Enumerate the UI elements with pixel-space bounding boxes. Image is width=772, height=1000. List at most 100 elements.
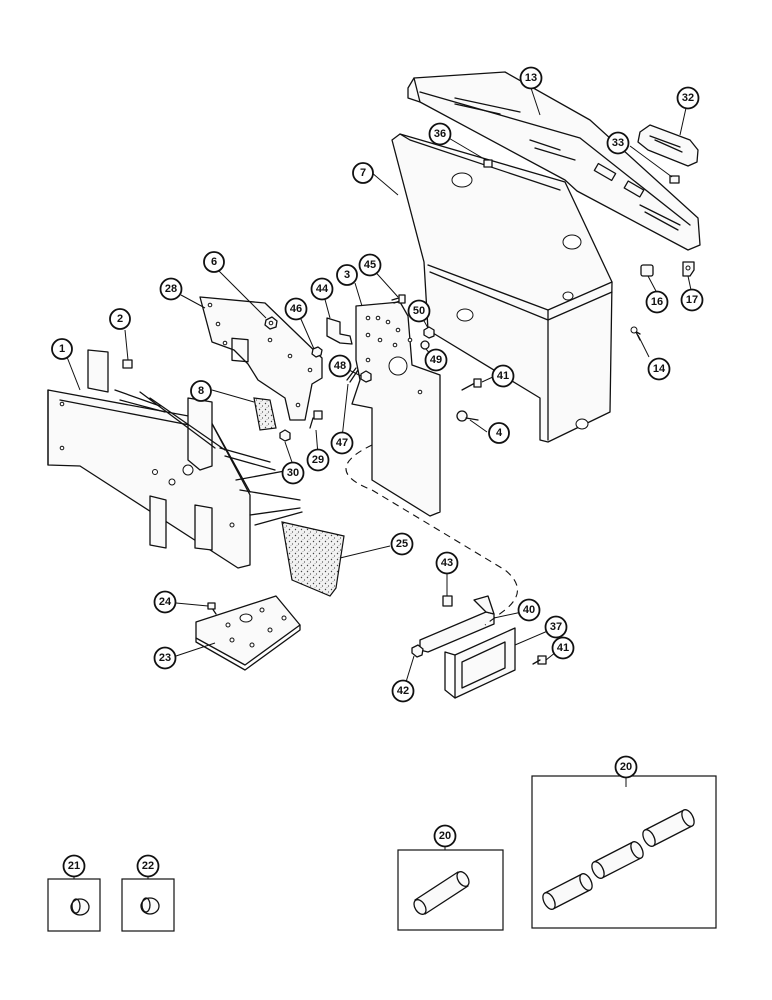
- stud-part-47: [346, 367, 359, 383]
- nut-part-30: [279, 429, 291, 442]
- callout-29: 29: [306, 448, 330, 472]
- svg-text:21: 21: [68, 860, 80, 872]
- bolt-part-4: [456, 410, 479, 422]
- foam-pad-part-8: [253, 397, 277, 431]
- callout-13: 13: [519, 66, 543, 90]
- screw-part-14: [630, 326, 641, 341]
- nut-part-46: [311, 346, 323, 358]
- svg-text:41: 41: [497, 370, 509, 382]
- callout-40: 40: [517, 598, 541, 622]
- svg-text:42: 42: [397, 685, 409, 697]
- callout-4: 4: [488, 422, 510, 444]
- svg-text:20: 20: [620, 761, 632, 773]
- svg-text:50: 50: [413, 305, 425, 317]
- callout-22: 22: [136, 854, 160, 878]
- wire-route-dashed: [345, 444, 519, 626]
- svg-text:1: 1: [59, 343, 65, 355]
- svg-text:30: 30: [287, 467, 299, 479]
- support-bracket-part-3: [351, 301, 441, 517]
- callout-8: 8: [190, 380, 212, 402]
- callout-1: 1: [51, 338, 73, 360]
- callout-50: 50: [407, 299, 431, 323]
- svg-text:2: 2: [117, 313, 123, 325]
- svg-text:41: 41: [557, 642, 569, 654]
- mounting-plate-part-28: [199, 296, 323, 421]
- svg-text:3: 3: [344, 269, 350, 281]
- svg-text:13: 13: [525, 72, 537, 84]
- bolt-part-41-lower: [532, 655, 547, 665]
- floor-plate-part-23: [195, 595, 301, 671]
- callout-17: 17: [680, 288, 704, 312]
- callout-41-upper: 41: [491, 364, 515, 388]
- callout-44: 44: [310, 277, 334, 301]
- svg-text:17: 17: [686, 294, 698, 306]
- side-panel-part-7: [391, 133, 613, 443]
- callout-20-triple: 20: [614, 755, 638, 779]
- callout-25: 25: [390, 532, 414, 556]
- svg-text:46: 46: [290, 303, 302, 315]
- callout-28: 28: [159, 277, 183, 301]
- svg-text:14: 14: [653, 363, 666, 375]
- svg-text:8: 8: [198, 385, 204, 397]
- main-frame-part-1: [47, 349, 303, 569]
- clip-part-36: [483, 159, 493, 168]
- bolt-part-45: [391, 294, 406, 304]
- screw-part-24: [207, 602, 217, 615]
- svg-text:25: 25: [396, 538, 408, 550]
- clip-part-16: [640, 264, 654, 277]
- nut-part-48: [360, 370, 372, 383]
- foam-block-part-25: [281, 521, 345, 597]
- bolt-part-29: [309, 410, 323, 429]
- callout-16: 16: [645, 290, 669, 314]
- svg-text:49: 49: [430, 354, 442, 366]
- svg-text:33: 33: [612, 137, 624, 149]
- svg-text:40: 40: [523, 604, 535, 616]
- svg-text:47: 47: [336, 437, 348, 449]
- clip-part-33: [669, 175, 680, 184]
- callout-30: 30: [281, 461, 305, 485]
- callout-41-lower: 41: [551, 636, 575, 660]
- callout-49: 49: [424, 348, 448, 372]
- svg-text:22: 22: [142, 860, 154, 872]
- svg-text:28: 28: [165, 283, 177, 295]
- callout-6: 6: [203, 251, 225, 273]
- callout-24: 24: [153, 590, 177, 614]
- callout-32: 32: [676, 86, 700, 110]
- callout-2: 2: [109, 308, 131, 330]
- callout-36: 36: [428, 122, 452, 146]
- callout-45: 45: [358, 253, 382, 277]
- callout-42: 42: [391, 679, 415, 703]
- svg-text:44: 44: [316, 283, 329, 295]
- callout-46: 46: [284, 297, 308, 321]
- svg-text:29: 29: [312, 454, 324, 466]
- svg-text:37: 37: [550, 621, 562, 633]
- callout-3: 3: [336, 264, 358, 286]
- svg-text:32: 32: [682, 92, 694, 104]
- svg-text:7: 7: [360, 167, 366, 179]
- inset-box-part-20-single: [397, 849, 504, 931]
- bolt-part-2: [122, 359, 133, 369]
- svg-text:6: 6: [211, 256, 217, 268]
- clip-part-17: [682, 261, 695, 277]
- svg-text:24: 24: [159, 596, 172, 608]
- svg-text:36: 36: [434, 128, 446, 140]
- washer-part-49: [420, 340, 430, 350]
- svg-text:4: 4: [496, 427, 503, 439]
- inset-box-part-20-triple: [531, 775, 717, 929]
- svg-text:20: 20: [439, 830, 451, 842]
- svg-text:16: 16: [651, 296, 663, 308]
- clip-part-43: [442, 595, 453, 607]
- callout-23: 23: [153, 646, 177, 670]
- callout-21: 21: [62, 854, 86, 878]
- console-housing-part-13: [407, 71, 701, 251]
- inset-box-part-21: [47, 878, 101, 932]
- cover-cap-part-32: [637, 124, 699, 167]
- callout-48: 48: [328, 354, 352, 378]
- nut-part-6: [264, 316, 278, 330]
- nut-part-42: [411, 644, 424, 658]
- svg-text:45: 45: [364, 259, 376, 271]
- callout-14: 14: [647, 357, 671, 381]
- callout-43: 43: [435, 551, 459, 575]
- inset-box-part-22: [121, 878, 175, 932]
